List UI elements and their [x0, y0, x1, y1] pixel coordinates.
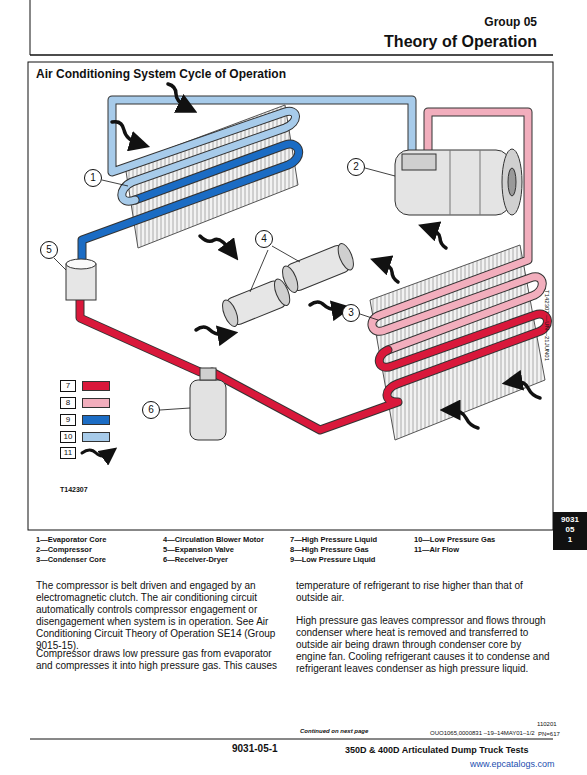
book-title: 350D & 400D Articulated Dump Truck Tests [345, 745, 529, 755]
callout-number: 3 [342, 304, 360, 322]
section-tab: 9031 05 1 [553, 512, 587, 550]
part-list-item: 3—Condenser Core [36, 556, 106, 565]
callout-number: 5 [40, 241, 58, 259]
callout-number: 6 [142, 401, 160, 419]
body-paragraph: The compressor is belt driven and engage… [36, 580, 281, 652]
group-heading: Group 05 [484, 16, 537, 30]
legend-text: 10 [64, 432, 73, 441]
part-list-item: 1—Evaporator Core [36, 536, 106, 545]
page-number: 9031-05-1 [232, 743, 278, 755]
legend-swatch [82, 381, 110, 391]
page-number-code: PN=617 [538, 731, 560, 738]
figure-title: Air Conditioning System Cycle of Operati… [36, 68, 286, 82]
legend-text: 7 [66, 381, 70, 390]
body-paragraph: High pressure gas leaves compressor and … [296, 615, 550, 675]
part-list-item: 10—Low Pressure Gas [414, 536, 495, 545]
legend-swatch [82, 415, 110, 425]
callout-text: 2 [348, 159, 364, 175]
part-list-item: 11—Air Flow [414, 546, 459, 555]
callout-text: 6 [143, 402, 159, 418]
part-list-item: 5—Expansion Valve [163, 546, 234, 555]
part-list-item: 2—Compressor [36, 546, 92, 555]
date-code: 110201 [537, 721, 557, 728]
section-heading: Theory of Operation [384, 33, 537, 51]
legend-number-box: 11 [60, 447, 76, 459]
part-list-item: 8—High Pressure Gas [290, 546, 369, 555]
part-list-item: 7—High Pressure Liquid [290, 536, 377, 545]
callout-text: 4 [256, 231, 272, 247]
callout-text: 1 [85, 170, 101, 186]
figure-id: T142307 [60, 486, 88, 494]
watermark: www.epcatalogs.com [470, 759, 555, 769]
legend-swatch [82, 398, 110, 408]
callout-text: 3 [343, 305, 359, 321]
continued-note: Continued on next page [300, 728, 368, 735]
callout-number: 2 [347, 158, 365, 176]
tab-text: 9031 05 1 [555, 515, 585, 545]
callout-number: 4 [255, 230, 273, 248]
legend-text: 11 [64, 448, 72, 457]
legend-number-box: 9 [60, 414, 76, 426]
legend-number-box: 7 [60, 380, 76, 392]
legend-text: 8 [66, 398, 70, 407]
legend-number-box: 10 [60, 431, 76, 443]
part-list-item: 9—Low Pressure Liquid [290, 556, 375, 565]
part-list-item: 4—Circulation Blower Motor [163, 536, 264, 545]
legend-text: 9 [66, 415, 70, 424]
legend-number-box: 8 [60, 397, 76, 409]
document-code: OUO1065,0000831 –19–14MAY01–1/2 [430, 730, 535, 737]
callout-text: 5 [41, 242, 57, 258]
callout-number: 1 [84, 169, 102, 187]
figure-code: T142307 —UN—21JUN01 [543, 290, 550, 361]
body-paragraph: Compressor draws low pressure gas from e… [36, 648, 281, 672]
body-paragraph: temperature of refrigerant to rise highe… [296, 580, 550, 604]
part-list-item: 6—Receiver-Dryer [163, 556, 228, 565]
legend-swatch [82, 432, 110, 442]
